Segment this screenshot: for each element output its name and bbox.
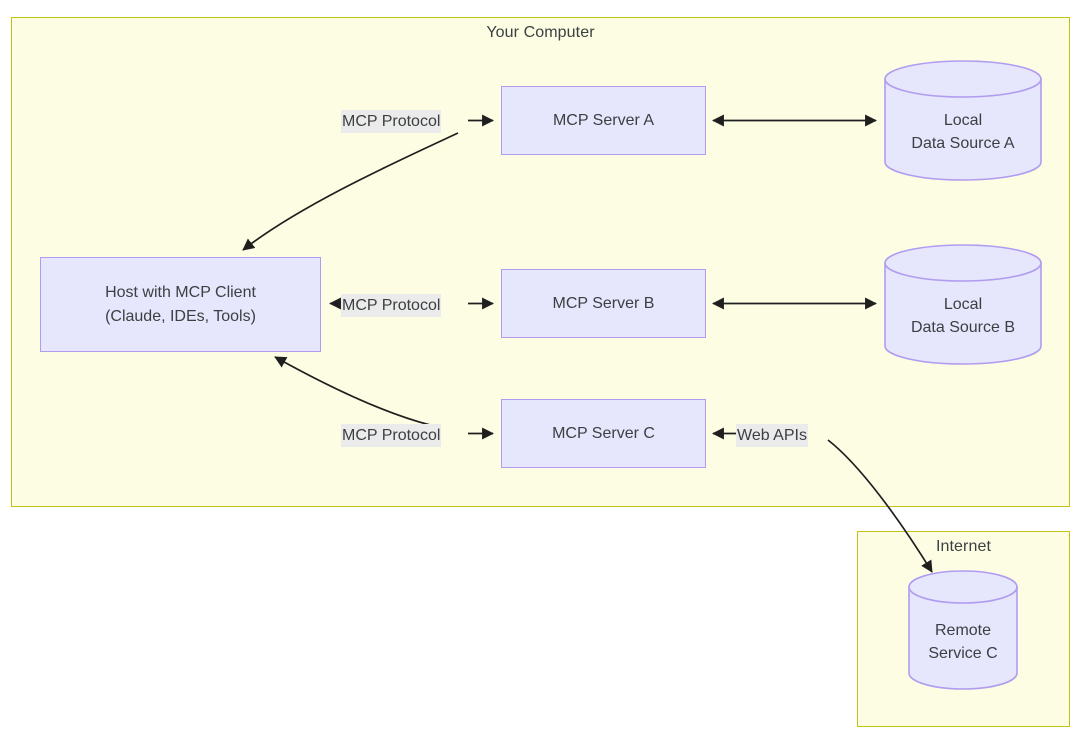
group-your-computer-title: Your Computer [486, 24, 595, 41]
node-mcp-server-a[interactable]: MCP Server A [501, 86, 706, 155]
node-mcp-server-c-label: MCP Server C [552, 424, 655, 442]
node-mcp-server-b[interactable]: MCP Server B [501, 269, 706, 338]
node-local-data-source-a[interactable]: Local Data Source A [884, 60, 1042, 181]
node-remote-service-c[interactable]: Remote Service C [908, 570, 1018, 690]
edge-label-mcp-protocol-b: MCP Protocol [341, 294, 442, 317]
edge-label-web-apis: Web APIs [736, 424, 808, 447]
node-mcp-server-a-label: MCP Server A [552, 111, 655, 129]
edge-label-mcp-protocol-a: MCP Protocol [341, 110, 442, 133]
node-host-with-mcp-client[interactable]: Host with MCP Client (Claude, IDEs, Tool… [40, 257, 321, 352]
cylinder-shape [884, 60, 1042, 181]
cylinder-shape [908, 570, 1018, 690]
node-host-line1: Host with MCP Client [105, 284, 256, 302]
edge-label-mcp-protocol-c: MCP Protocol [341, 424, 442, 447]
node-mcp-server-b-label: MCP Server B [552, 294, 655, 312]
cylinder-shape [884, 244, 1042, 365]
node-host-line2: (Claude, IDEs, Tools) [105, 307, 256, 325]
node-mcp-server-c[interactable]: MCP Server C [501, 399, 706, 468]
group-internet-title: Internet [935, 538, 992, 555]
node-local-data-source-b[interactable]: Local Data Source B [884, 244, 1042, 365]
